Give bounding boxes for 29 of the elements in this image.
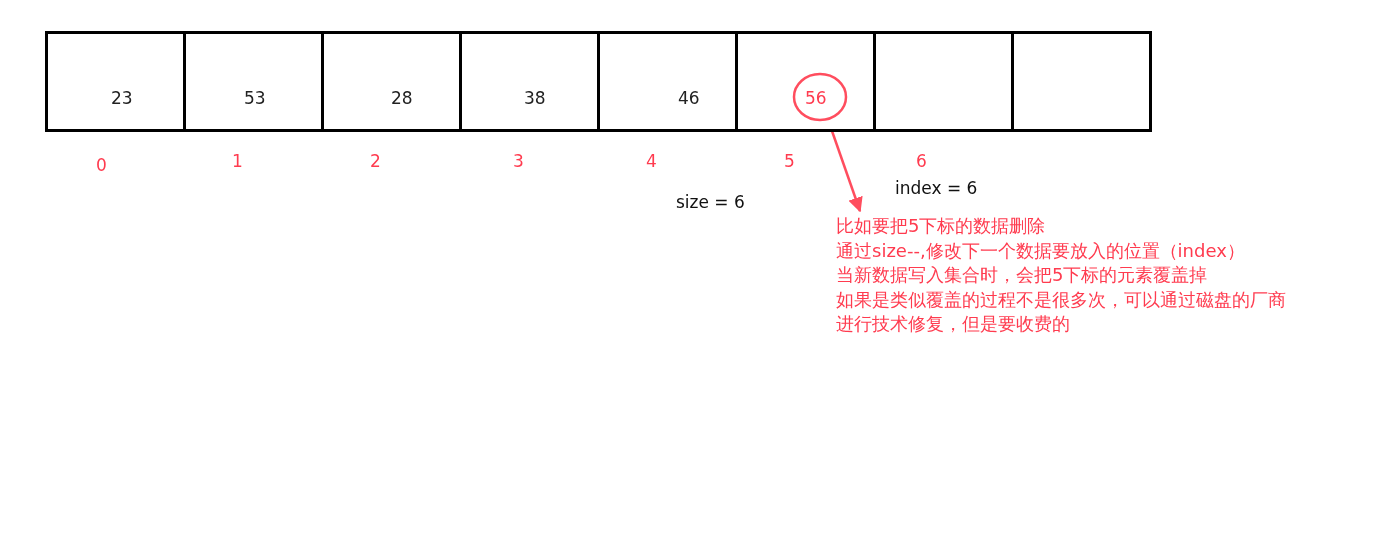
index-number: 5 <box>784 151 795 171</box>
array-cell <box>1011 31 1152 132</box>
index-number: 1 <box>232 151 243 171</box>
array-cell <box>735 31 876 132</box>
variable-label: size = 6 <box>676 192 745 212</box>
index-number: 2 <box>370 151 381 171</box>
cell-value: 56 <box>805 88 827 108</box>
index-number: 4 <box>646 151 657 171</box>
array-cell <box>321 31 462 132</box>
array-cell <box>183 31 324 132</box>
cell-value: 38 <box>524 88 546 108</box>
cell-value: 53 <box>244 88 266 108</box>
note-line: 如果是类似覆盖的过程不是很多次，可以通过磁盘的厂商 <box>836 287 1286 312</box>
cell-value: 23 <box>111 88 133 108</box>
note-line: 通过size--,修改下一个数据要放入的位置（index） <box>836 238 1246 263</box>
cell-value: 46 <box>678 88 700 108</box>
note-line: 当新数据写入集合时，会把5下标的元素覆盖掉 <box>836 263 1209 287</box>
array-cell <box>597 31 738 132</box>
index-number: 0 <box>96 155 107 175</box>
array-cell <box>459 31 600 132</box>
index-number: 6 <box>916 151 927 171</box>
index-number: 3 <box>513 151 524 171</box>
array-cell <box>873 31 1014 132</box>
note-line: 进行技术修复，但是要收费的 <box>836 312 1071 336</box>
arrow <box>830 130 863 213</box>
array-cell <box>45 31 186 132</box>
cell-value: 28 <box>391 88 413 108</box>
note-line: 比如要把5下标的数据删除 <box>836 214 1047 238</box>
variable-label: index = 6 <box>895 178 978 198</box>
